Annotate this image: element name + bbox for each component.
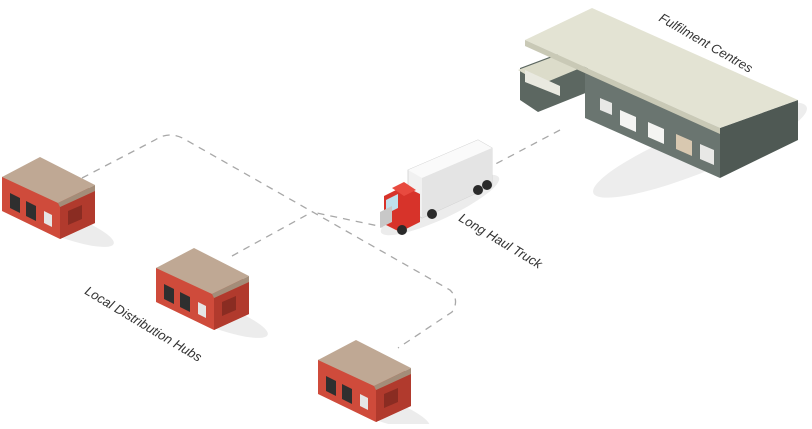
- hub-building-icon: [156, 248, 268, 338]
- route-lines: [81, 129, 561, 349]
- route-hub2-branch: [231, 211, 313, 257]
- route-fulfilment-to-truck: [487, 129, 561, 169]
- hub-building-icon: [318, 340, 430, 429]
- hub-building-icon: [2, 157, 114, 247]
- route-truck-to-junction: [311, 211, 389, 229]
- truck-icon: [380, 139, 500, 236]
- fulfilment-centre-icon: [518, 8, 807, 198]
